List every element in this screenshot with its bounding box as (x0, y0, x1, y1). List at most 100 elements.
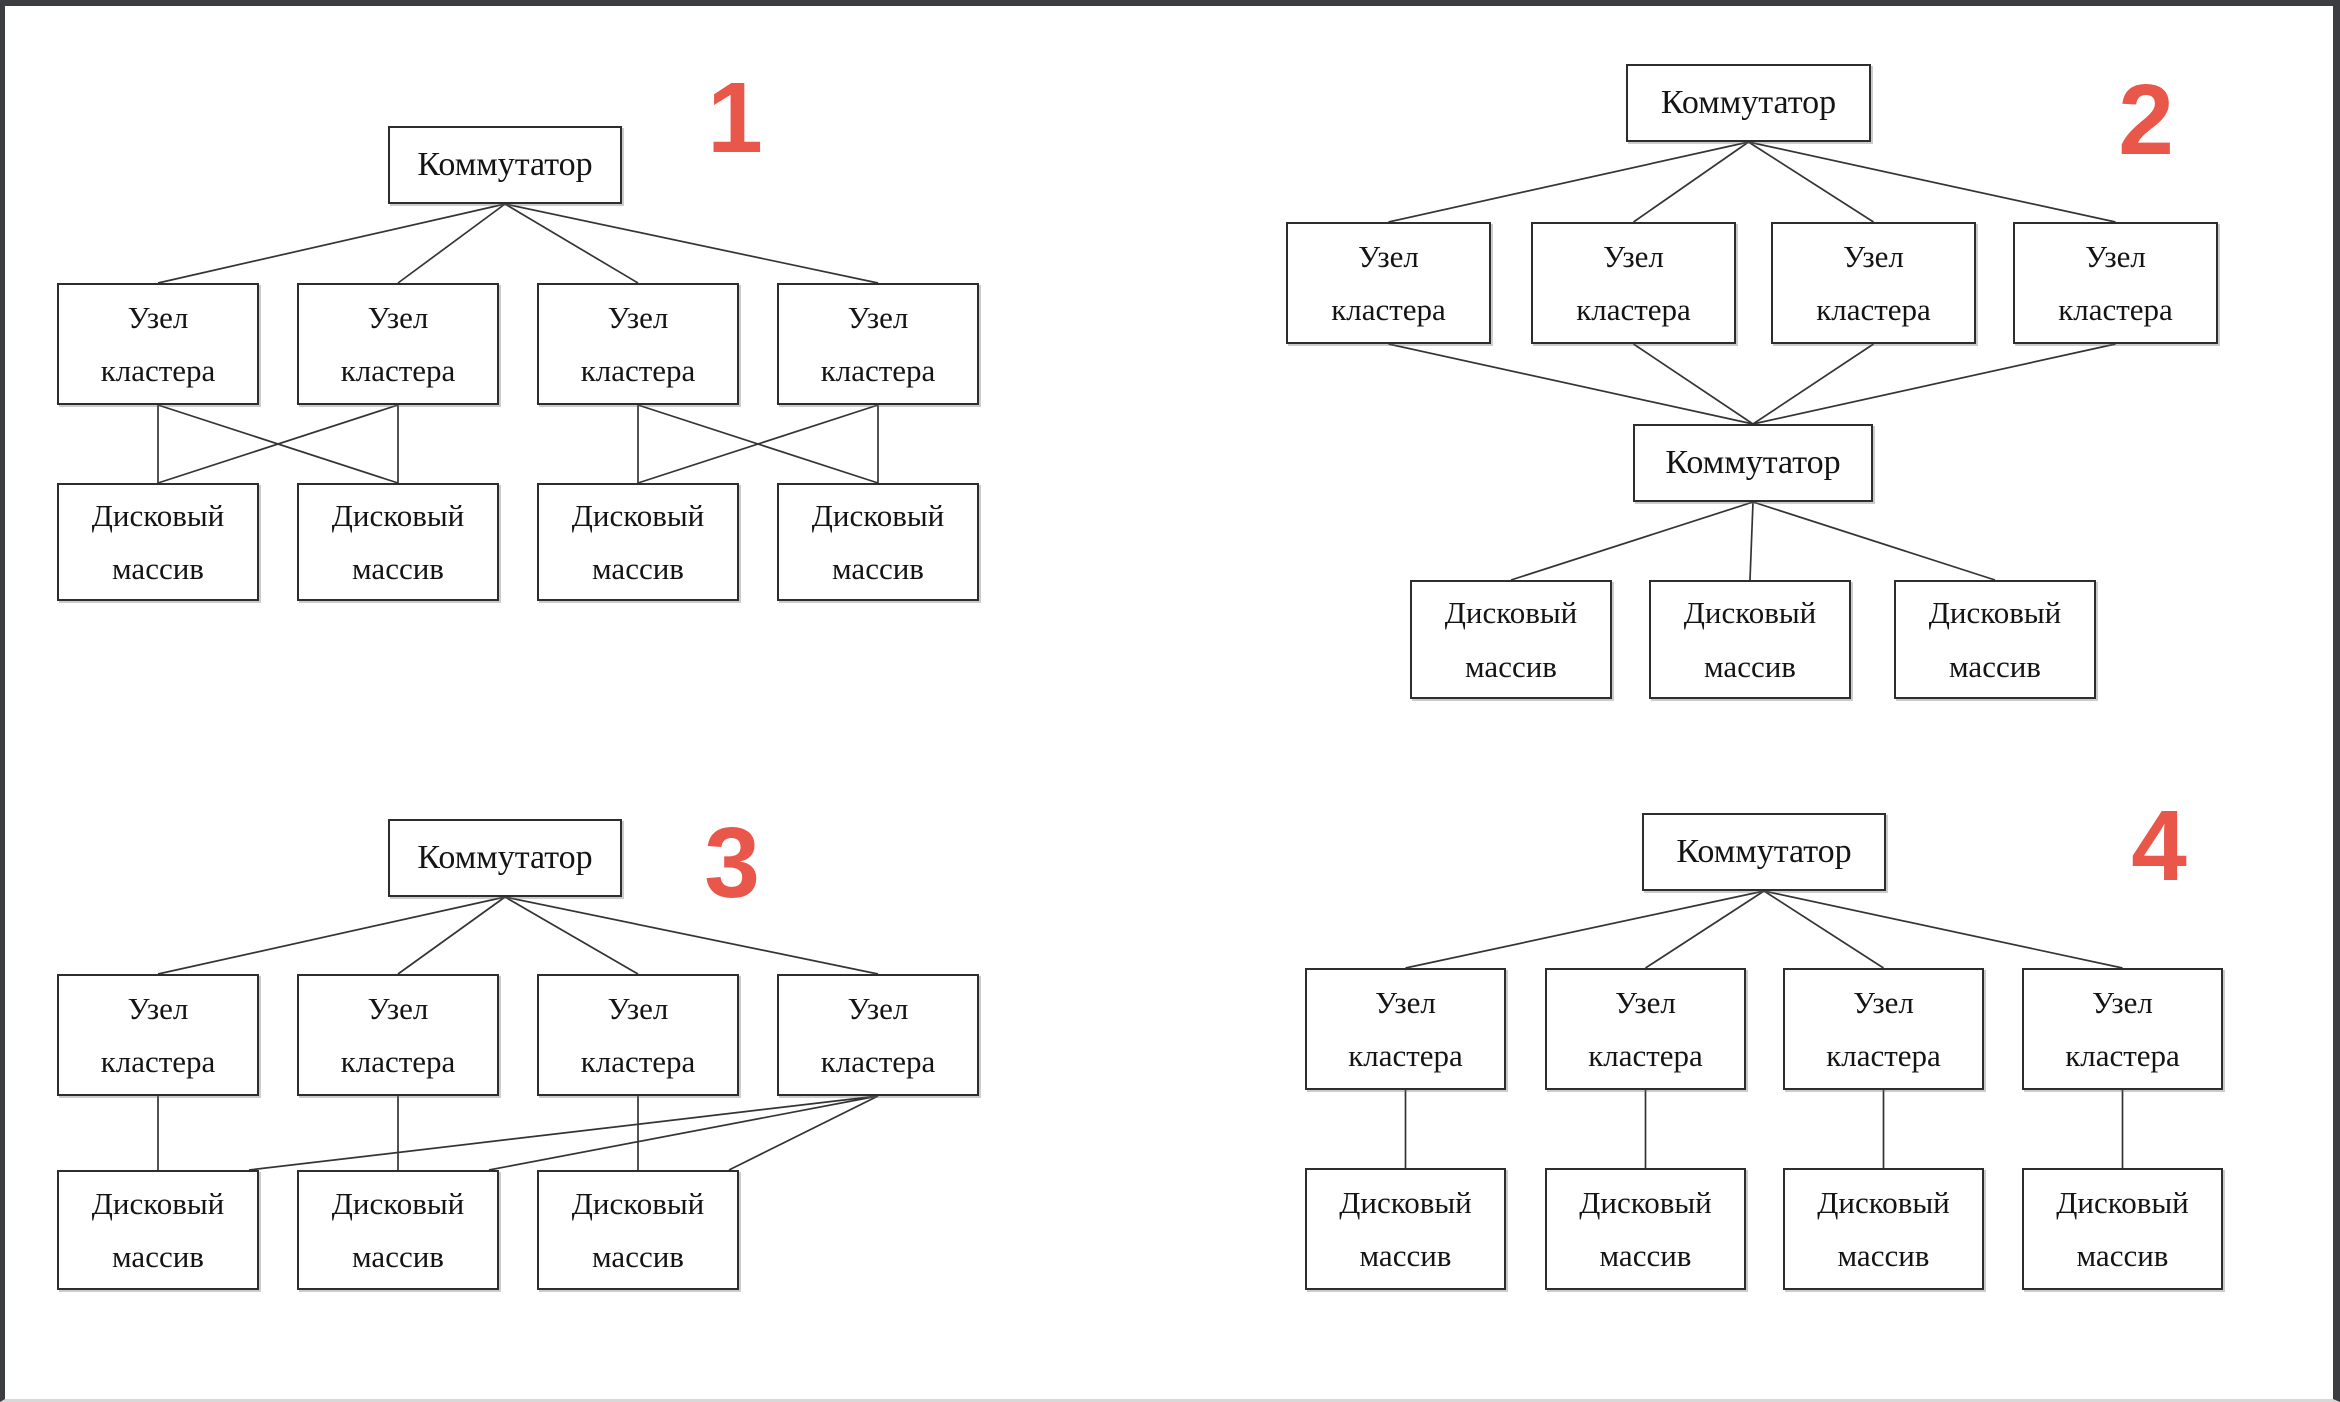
box-label: массив (1465, 648, 1557, 684)
box-label: Узел (1843, 238, 1904, 274)
box-label: массив (1837, 1238, 1930, 1273)
box-label: Дисковый (91, 497, 225, 533)
box-label: Узел (1615, 984, 1676, 1020)
cluster-node-box: Узел кластера (537, 974, 739, 1096)
box-label: Узел (1603, 238, 1664, 274)
box-label: массив (1599, 1238, 1692, 1273)
box-label: Узел (847, 299, 909, 335)
switch-box: Коммутатор (1633, 424, 1873, 502)
box-label: кластера (580, 1044, 696, 1079)
box-label: Дисковый (571, 497, 705, 533)
box-label: Узел (847, 990, 909, 1026)
connection-line (248, 1095, 879, 1171)
connection-line (1748, 141, 2116, 223)
box-label: массив (592, 551, 684, 586)
box-label: Узел (127, 299, 189, 335)
box-label: кластера (580, 353, 696, 388)
box-label: кластера (1576, 292, 1691, 327)
box-label: массив (2076, 1238, 2169, 1273)
box-label: Дисковый (331, 497, 465, 533)
box-label: массив (592, 1239, 684, 1274)
cluster-node-box: Узел кластера (1531, 222, 1736, 344)
connection-line (1752, 501, 1996, 581)
connection-line (157, 203, 506, 284)
connection-line (157, 896, 506, 975)
connection-line (397, 896, 506, 975)
box-label: Коммутатор (417, 145, 593, 183)
box-label: Коммутатор (417, 838, 593, 876)
diagram-number-badge: 3 (704, 807, 760, 919)
box-label: кластера (1588, 1038, 1703, 1073)
connection-line (157, 404, 399, 484)
disk-array-box: Дисковый массив (297, 483, 499, 601)
box-label: Узел (127, 990, 189, 1026)
cluster-node-box: Узел кластера (1305, 968, 1506, 1090)
box-label: массив (352, 551, 444, 586)
disk-array-box: Дисковый массив (1410, 580, 1612, 699)
connection-line (1388, 343, 1754, 425)
box-label: кластера (820, 353, 936, 388)
connection-line (728, 1095, 879, 1171)
connection-line (504, 203, 879, 284)
box-label: Коммутатор (1665, 443, 1841, 481)
box-label: массив (112, 1239, 204, 1274)
box-label: Дисковый (1579, 1184, 1712, 1220)
box-label: Узел (367, 299, 429, 335)
connection-line (1752, 343, 1874, 425)
disk-array-box: Дисковый массив (2022, 1168, 2223, 1290)
box-label: кластера (1348, 1038, 1463, 1073)
disk-array-box: Дисковый массив (537, 1170, 739, 1290)
box-label: Узел (1375, 984, 1436, 1020)
connection-line (1752, 343, 2116, 425)
box-label: Узел (607, 990, 669, 1026)
box-label: массив (1359, 1238, 1452, 1273)
connection-line (637, 404, 879, 484)
box-label: Коммутатор (1660, 83, 1837, 121)
box-label: Дисковый (1683, 595, 1817, 631)
connection-line (1645, 890, 1765, 969)
box-label: кластера (2065, 1038, 2180, 1073)
cluster-node-box: Узел кластера (57, 974, 259, 1096)
box-label: Дисковый (91, 1185, 225, 1221)
box-label: кластера (820, 1044, 936, 1079)
cluster-node-box: Узел кластера (1545, 968, 1746, 1090)
connection-line (1633, 343, 1754, 425)
box-label: Узел (1853, 984, 1914, 1020)
box-label: массив (1704, 648, 1796, 684)
connection-line (397, 203, 506, 284)
connection-line (504, 896, 879, 975)
connection-line (488, 1095, 879, 1171)
box-label: Дисковый (571, 1185, 705, 1221)
diagram-number-badge: 2 (2118, 64, 2174, 176)
box-label: массив (1949, 648, 2041, 684)
box-label: массив (352, 1239, 444, 1274)
connection-line (1388, 141, 1749, 223)
box-label: Дисковый (1928, 595, 2062, 631)
box-label: Дисковый (331, 1185, 465, 1221)
connection-line (157, 404, 399, 484)
disk-array-box: Дисковый массив (537, 483, 739, 601)
cluster-node-box: Узел кластера (2022, 968, 2223, 1090)
box-label: Узел (367, 990, 429, 1026)
box-label: Дисковый (1444, 595, 1578, 631)
switch-box: Коммутатор (388, 819, 622, 897)
disk-array-box: Дисковый массив (1545, 1168, 1746, 1290)
box-label: Дисковый (2056, 1184, 2189, 1220)
disk-array-box: Дисковый массив (57, 1170, 259, 1290)
box-label: кластера (100, 1044, 216, 1079)
box-label: кластера (1826, 1038, 1941, 1073)
connection-line (1763, 890, 2123, 969)
box-label: кластера (1331, 292, 1446, 327)
connection-line (1763, 890, 1884, 969)
disk-array-box: Дисковый массив (297, 1170, 499, 1290)
connection-line (1749, 501, 1754, 581)
box-label: Узел (2092, 984, 2153, 1020)
connection-line (1510, 501, 1754, 581)
